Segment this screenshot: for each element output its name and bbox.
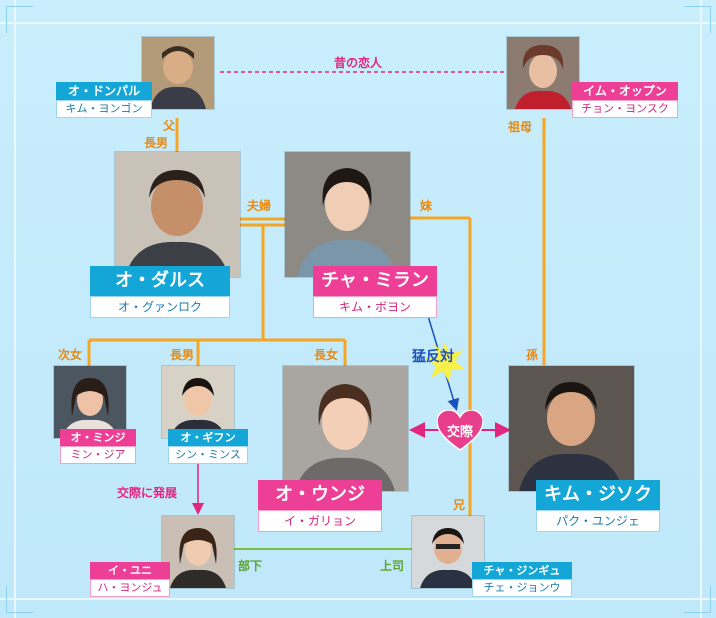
- name-label-lee-yuni: イ・ユニ: [90, 562, 170, 579]
- portrait-lee-yuni: [162, 516, 234, 588]
- relation-label-strong-opposition: 猛反対: [412, 349, 454, 365]
- actor-label-jeon-yongsuk: チョン・ヨンスク: [572, 100, 678, 118]
- relation-label-boss: 上司: [380, 559, 405, 573]
- relation-label-married: 夫婦: [247, 199, 272, 213]
- background-grid-line: [700, 0, 702, 618]
- portrait-oh-eunji: [283, 366, 408, 491]
- relation-label-grandmother: 祖母: [508, 120, 533, 134]
- relation-label-dating: 交際: [446, 425, 473, 440]
- corner-bracket: [684, 586, 711, 613]
- actor-label-ha-yonju: ハ・ヨンジュ: [90, 579, 170, 597]
- actor-label-lee-garyon: イ・ガリョン: [258, 510, 382, 532]
- portrait-oh-dongpal: [142, 37, 214, 109]
- corner-bracket: [684, 6, 711, 33]
- name-label-oh-gifun: オ・ギフン: [168, 429, 248, 446]
- corner-bracket: [6, 6, 33, 33]
- name-label-oh-dongpal: オ・ドンパル: [56, 82, 152, 100]
- actor-label-park-yunjae: パク・ユンジェ: [536, 510, 660, 532]
- background-grid-line: [0, 598, 716, 600]
- name-label-im-okpun: イム・オップン: [572, 82, 678, 100]
- relation-label-grandson: 孫: [526, 348, 539, 362]
- actor-label-shin-minsu: シン・ミンス: [168, 446, 248, 464]
- name-label-oh-eunji: オ・ウンジ: [258, 480, 382, 510]
- actor-label-oh-gwanrok: オ・グァンロク: [90, 296, 230, 318]
- corner-bracket: [6, 586, 33, 613]
- portrait-im-okpun: [507, 37, 579, 109]
- relation-label-eldest-son-top: 長男: [144, 136, 169, 150]
- relation-label-eldest-son: 長男: [170, 348, 195, 362]
- actor-label-min-jia: ミン・ジア: [60, 446, 136, 464]
- portrait-oh-gifun: [162, 366, 234, 438]
- relation-label-eldest-daughter: 長女: [314, 348, 339, 362]
- portrait-oh-minji: [54, 366, 126, 438]
- relation-label-subordinate: 部下: [238, 559, 263, 573]
- portrait-cha-miran: [285, 152, 410, 277]
- relation-label-developing-romance: 交際に発展: [117, 486, 178, 500]
- relation-label-younger-sister: 妹: [420, 199, 433, 213]
- heart-icon: [437, 410, 483, 451]
- name-label-cha-jingyu: チャ・ジンギュ: [472, 562, 572, 579]
- relation-label-father: 父: [163, 119, 176, 133]
- actor-label-kim-boyon: キム・ボヨン: [313, 296, 437, 318]
- actor-label-choi-jongwoo: チェ・ジョンウ: [472, 579, 572, 597]
- relation-label-past-lovers: 昔の恋人: [334, 56, 383, 70]
- actor-label-kim-yonggon: キム・ヨンゴン: [56, 100, 152, 118]
- name-label-cha-miran: チャ・ミラン: [313, 266, 437, 296]
- name-label-kim-jisok: キム・ジソク: [536, 480, 660, 510]
- name-label-oh-minji: オ・ミンジ: [60, 429, 136, 446]
- relation-label-older-brother: 兄: [453, 498, 466, 512]
- relation-label-second-daughter: 次女: [58, 348, 83, 362]
- burst-icon: [425, 342, 465, 382]
- background-grid-line: [14, 0, 16, 618]
- background-grid-line: [0, 22, 716, 24]
- portrait-oh-dalsu: [115, 152, 240, 277]
- portrait-kim-jisok: [509, 366, 634, 491]
- name-label-oh-dalsu: オ・ダルス: [90, 266, 230, 296]
